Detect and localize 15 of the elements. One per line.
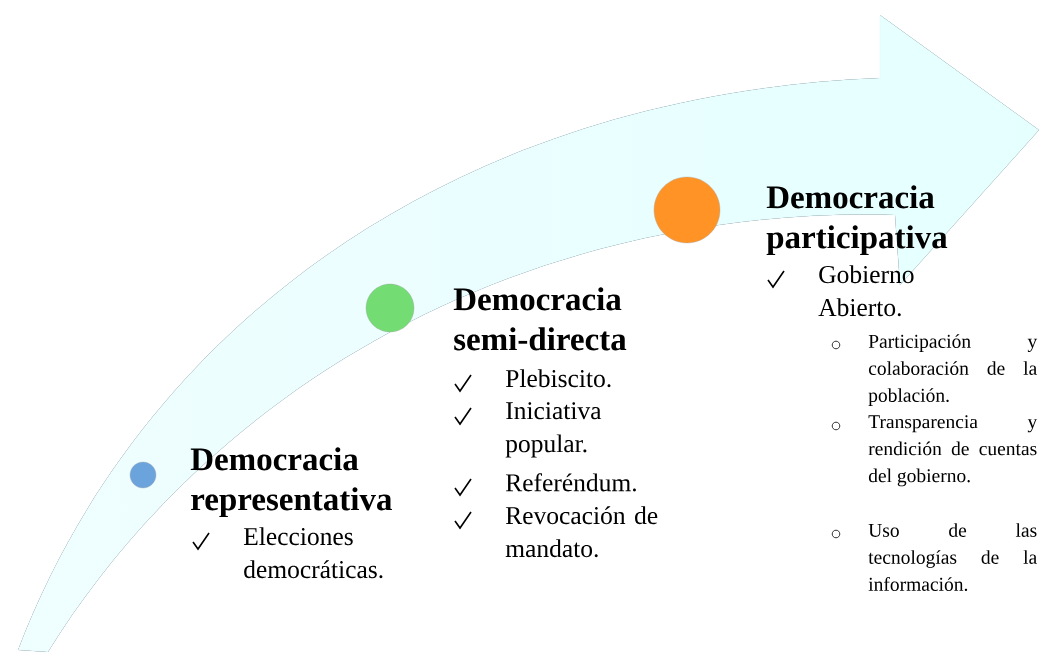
sphere (129, 461, 157, 489)
list-item: Iniciativa popular. (505, 402, 602, 458)
list-item: Uso de las tecnologías de la información. (868, 523, 1037, 591)
stage-heading: Democracia participativa (766, 185, 948, 256)
sphere (365, 283, 415, 333)
sphere (653, 176, 721, 244)
stage-heading: Democracia semi-directa (453, 287, 627, 351)
list-item: Participación y colaboración de la población. (868, 334, 1038, 406)
list-item: Plebiscito. (505, 369, 611, 388)
list-item: Referéndum. (505, 473, 636, 492)
list-item: Revocación de mandato. (505, 506, 658, 558)
stage-heading: Democracia representativa (190, 447, 392, 518)
list-item: Elecciones democráticas. (243, 527, 383, 579)
list-item: Transparencia y rendición de cuentas del gobierno. (868, 415, 1038, 487)
list-item: Gobierno Abierto. (818, 265, 914, 317)
